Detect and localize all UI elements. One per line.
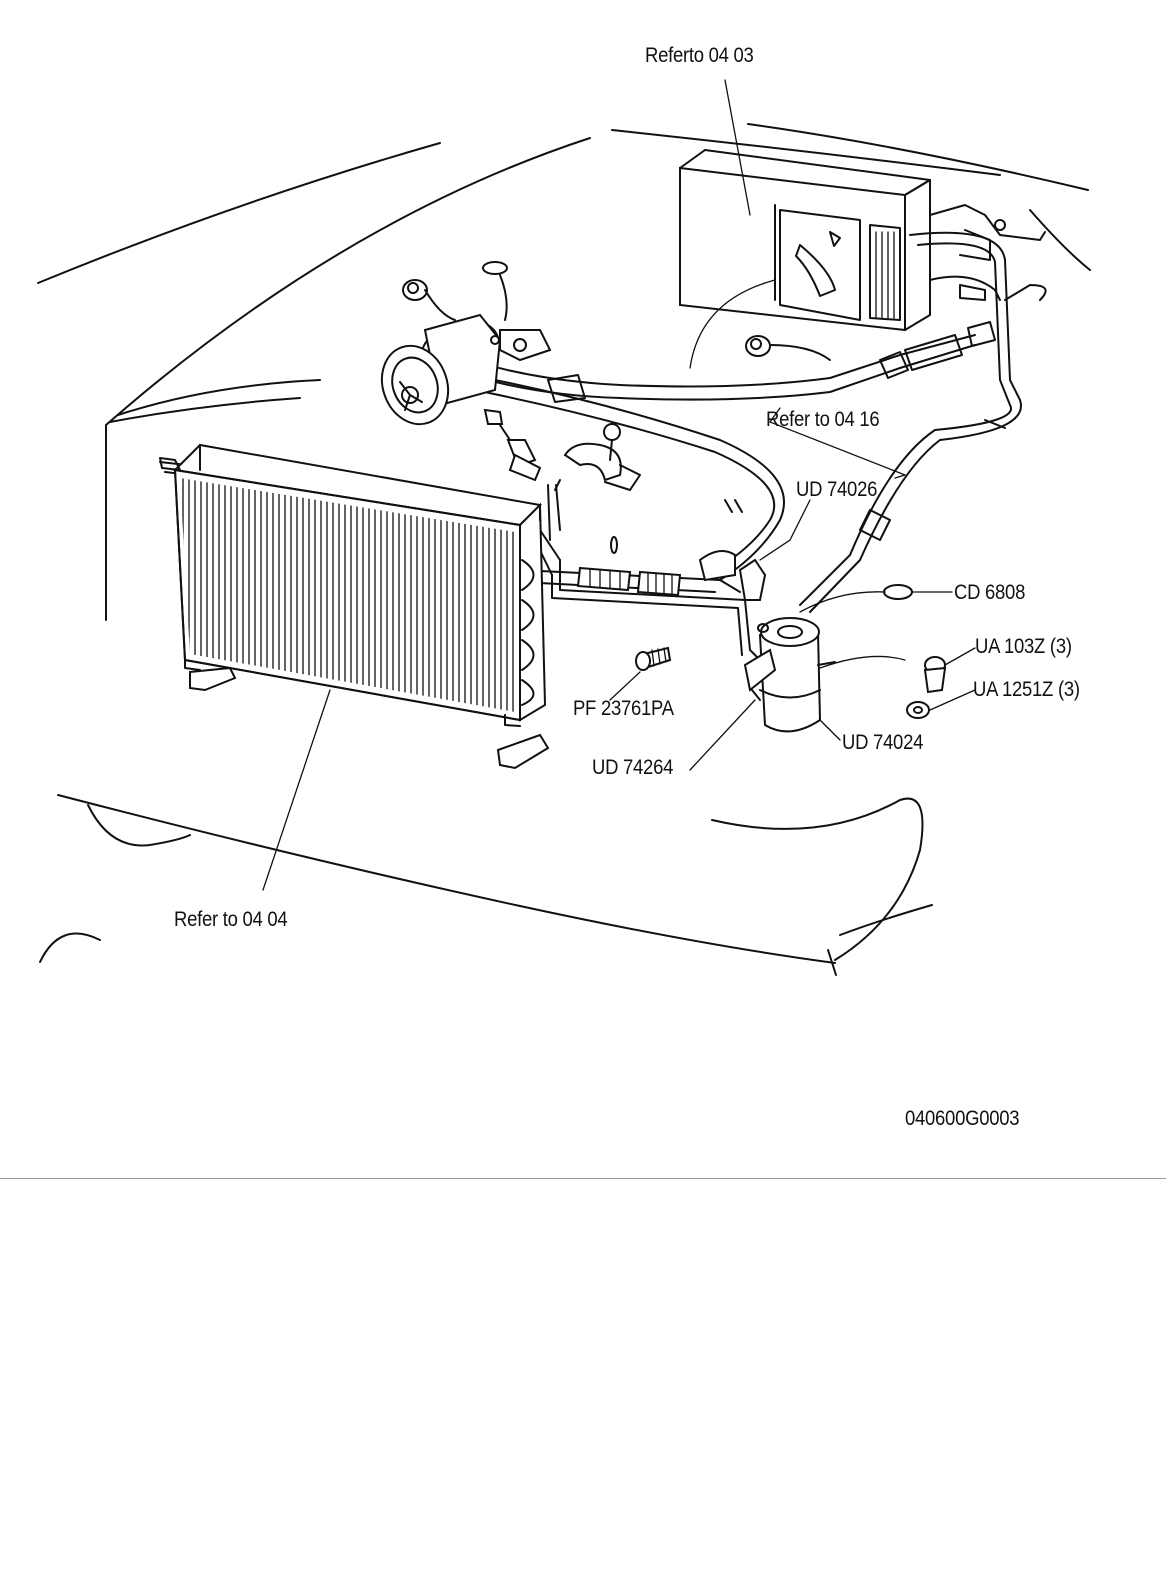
label-cd-6808: CD 6808 [954,581,1026,604]
condenser-mounts [189,666,550,770]
line-fittings [576,499,767,601]
evaporator-box [679,149,931,332]
label-ua-1251z: UA 1251Z (3) [973,678,1080,701]
label-ud-74264: UD 74264 [592,756,674,779]
compressor-fittings [402,261,831,541]
label-referto-04-03: Referto 04 03 [645,44,754,67]
label-ua-103z: UA 103Z (3) [975,635,1072,658]
label-pf-23761pa: PF 23761PA [573,697,674,720]
condenser [159,443,547,727]
compressor [380,313,552,426]
label-ud-74026: UD 74026 [796,478,878,501]
leader-lines [262,79,976,891]
figure-code: 040600G0003 [905,1107,1020,1130]
label-refer-to-04-16: Refer to 04 16 [766,408,880,431]
expansion-valve [929,204,1046,301]
car-body-outline [37,123,1091,976]
label-ud-74024: UD 74024 [842,731,924,754]
receiver-drier [743,617,836,733]
page-divider [0,1178,1166,1179]
small-hardware [635,584,947,719]
hose-clamp [554,423,641,491]
label-refer-to-04-04: Refer to 04 04 [174,908,288,931]
